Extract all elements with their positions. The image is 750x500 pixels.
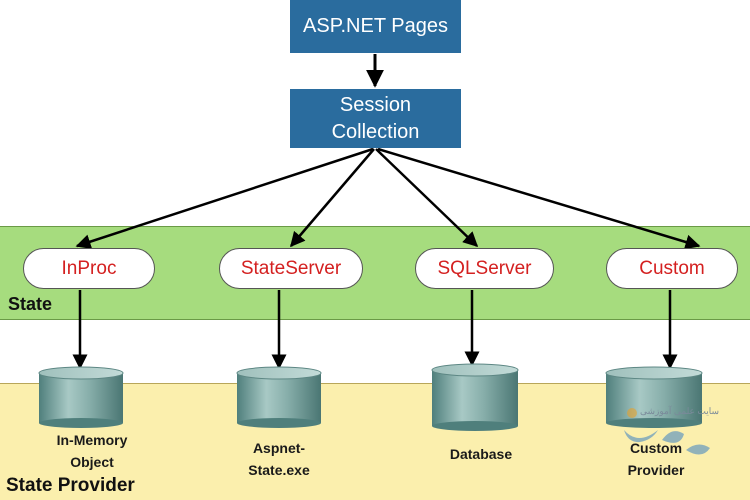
arrow-session-to-inproc xyxy=(75,147,374,249)
cylinder-database xyxy=(431,363,519,431)
cylinder-in-memory xyxy=(38,366,124,428)
arrow-session-to-stateserver xyxy=(290,148,375,248)
cylinder-custom-provider xyxy=(605,366,703,428)
asp-net-pages-box: ASP.NET Pages xyxy=(290,0,461,53)
mode-custom: Custom xyxy=(606,248,738,289)
mode-inproc: InProc xyxy=(23,248,155,289)
store-label-in-memory: In-Memory Object xyxy=(56,432,128,470)
session-collection-box: Session Collection xyxy=(290,89,461,148)
store-label-database: Database xyxy=(449,446,513,462)
mode-stateserver: StateServer xyxy=(219,248,363,289)
arrow-session-to-custom xyxy=(377,147,701,250)
mode-sqlserver: SQLServer xyxy=(415,248,554,289)
store-label-aspnet-state: Aspnet- State.exe xyxy=(248,440,310,478)
watermark-logo xyxy=(624,408,710,455)
state-provider-band-label: State Provider xyxy=(6,475,135,496)
arrow-session-to-sqlserver xyxy=(375,148,479,248)
store-label-custom-provider: Custom Provider xyxy=(627,440,685,478)
watermark-text: سایت علمی آموزشی xyxy=(640,406,720,416)
cylinder-aspnet-state xyxy=(236,366,322,428)
state-band-label: State xyxy=(8,294,53,314)
